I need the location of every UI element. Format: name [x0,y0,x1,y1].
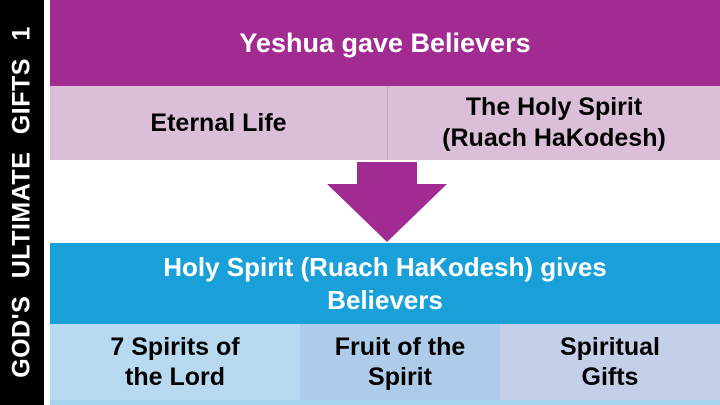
side-title: GOD'S ULTIMATE GIFTS 1 [7,26,36,378]
side-title-band: GOD'S ULTIMATE GIFTS 1 [0,0,44,405]
gift-eternal-life: Eternal Life [50,86,387,160]
down-arrow-icon [327,162,447,242]
gift-seven-spirits: 7 Spirits of the Lord [50,324,300,400]
top-heading: Yeshua gave Believers [50,0,720,86]
bottom-divider [50,400,720,405]
gift-holy-spirit: The Holy Spirit (Ruach HaKodesh) [387,86,720,160]
gift-spiritual-gifts: Spiritual Gifts [500,324,720,400]
gift-fruit-of-spirit: Fruit of the Spirit [300,324,500,400]
bottom-heading: Holy Spirit (Ruach HaKodesh) gives Belie… [50,243,720,324]
